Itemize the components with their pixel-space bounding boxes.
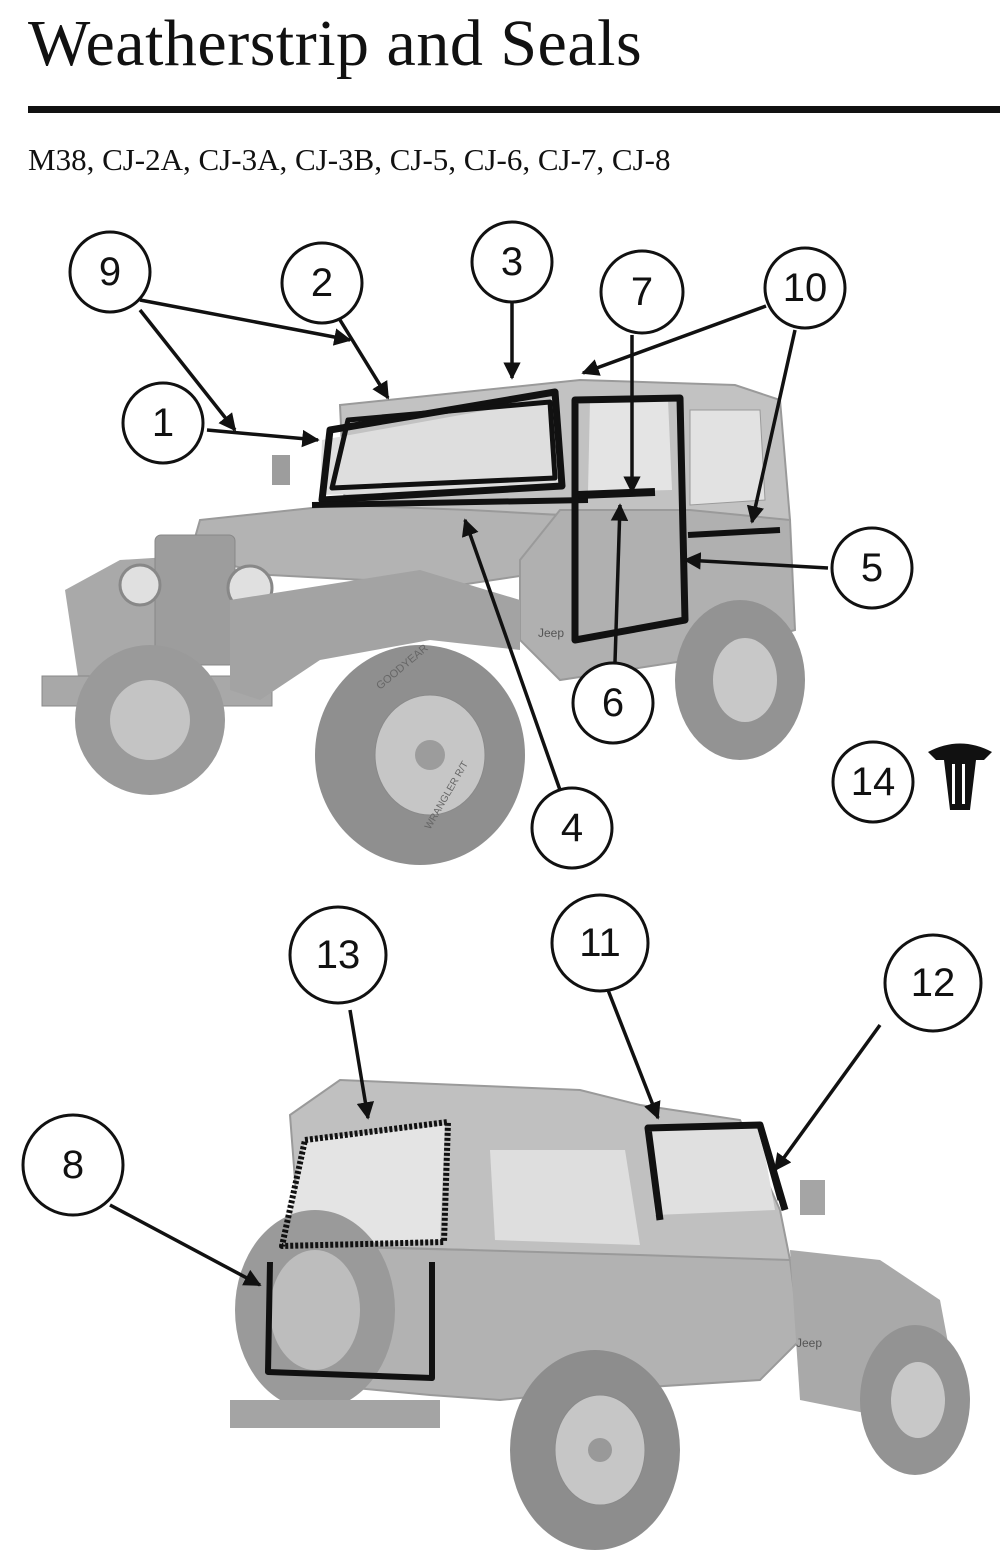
svg-text:3: 3	[501, 240, 523, 284]
svg-text:14: 14	[851, 760, 896, 804]
front-view-seals	[311, 388, 781, 644]
svg-text:4: 4	[561, 806, 583, 850]
svg-text:1: 1	[152, 401, 174, 445]
callout-4: 4	[530, 786, 614, 870]
callout-1: 1	[121, 381, 205, 465]
callout-6: 6	[571, 661, 655, 745]
svg-text:8: 8	[62, 1143, 84, 1187]
svg-text:2: 2	[311, 261, 333, 305]
svg-text:10: 10	[783, 266, 828, 310]
callout-14: 14	[831, 740, 915, 824]
svg-text:7: 7	[631, 270, 653, 314]
jeep-rear-view	[230, 1078, 970, 1550]
callout-9: 9	[68, 230, 152, 314]
svg-text:5: 5	[861, 546, 883, 590]
svg-text:13: 13	[316, 933, 361, 977]
jeep-front-view	[41, 378, 805, 865]
callout-7: 7	[599, 249, 685, 335]
callout-13: 13	[288, 905, 388, 1005]
svg-text:11: 11	[579, 921, 621, 965]
model-list: M38, CJ-2A, CJ-3A, CJ-3B, CJ-5, CJ-6, CJ…	[28, 142, 671, 177]
callout-5: 5	[830, 526, 914, 610]
leader-lines	[109, 298, 882, 1287]
callout-8: 8	[21, 1113, 125, 1217]
push-clip-part	[928, 743, 992, 810]
callout-2: 2	[280, 241, 364, 325]
callout-12: 12	[883, 933, 983, 1033]
svg-text:6: 6	[602, 681, 624, 725]
svg-text:9: 9	[99, 250, 121, 294]
title-rule	[28, 106, 1000, 113]
callout-group: 9 2 3 7 10 1 5 6	[21, 220, 983, 1217]
jeep-badge-rear: Jeep	[796, 1336, 822, 1350]
callout-10: 10	[763, 246, 847, 330]
page-title: Weatherstrip and Seals	[28, 7, 643, 80]
jeep-badge-front: Jeep	[538, 626, 564, 640]
rear-view-seals	[265, 1119, 789, 1381]
callout-11: 11	[550, 893, 650, 993]
svg-text:12: 12	[911, 961, 956, 1005]
callout-3: 3	[470, 220, 554, 304]
